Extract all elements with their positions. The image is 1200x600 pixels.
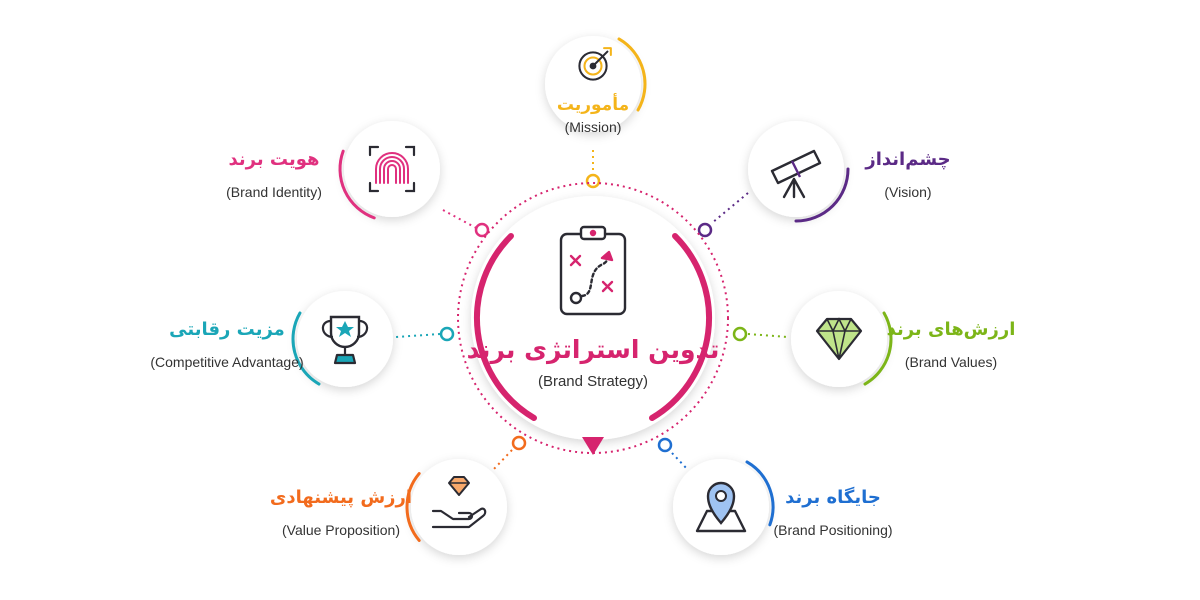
node-disc (344, 121, 440, 217)
node-title-en: (Value Proposition) (282, 522, 400, 538)
node-title-fa: ارزش پیشنهادی (270, 487, 412, 508)
target-icon (578, 47, 612, 81)
node-title-en: (Mission) (565, 119, 622, 135)
node-title-fa: هویت برند (229, 149, 320, 170)
node-positioning: جایگاه برند (Brand Positioning) (673, 459, 893, 555)
connector-dots (439, 173, 748, 453)
node-title-fa: ارزش‌های برند (887, 319, 1016, 340)
node-title-en: (Brand Positioning) (773, 522, 892, 538)
dot-value-prop (511, 435, 527, 451)
node-arc (863, 311, 893, 386)
connector-values (747, 333, 789, 338)
hub-title-fa: تدوین استراتژی برند (467, 335, 720, 365)
node-title-en: (Competitive Advantage) (150, 354, 303, 370)
hub-arc-left (473, 233, 537, 421)
node-disc (297, 291, 393, 387)
dot-positioning (657, 437, 673, 453)
node-arc (617, 37, 647, 112)
diamond-icon (815, 317, 863, 361)
node-title-fa: مأموریت (557, 93, 629, 115)
node-identity: هویت برند (Brand Identity) (226, 121, 440, 220)
hand-diamond-icon (431, 476, 487, 529)
node-title-en: (Vision) (884, 184, 931, 200)
strategy-clipboard-icon (559, 225, 627, 316)
dot-competitive (439, 326, 455, 342)
node-title-fa: جایگاه برند (785, 486, 881, 508)
connector-competitive (395, 333, 441, 338)
connector-vision (711, 192, 749, 224)
node-arc (338, 149, 376, 220)
dot-values (732, 326, 748, 342)
node-value_prop: ارزش پیشنهادی (Value Proposition) (270, 459, 507, 555)
node-title-fa: چشم‌انداز (864, 149, 950, 170)
connector-value-prop (492, 449, 513, 471)
hub-disc (471, 196, 715, 440)
dot-identity (474, 222, 490, 238)
nodes: مأموریت (Mission) چشم‌انداز (Vision) ارزش‌ها… (150, 36, 1015, 555)
node-arc (291, 311, 321, 386)
hub-arc-right (649, 233, 713, 421)
trophy-icon (321, 315, 369, 365)
node-mission: مأموریت (Mission) (545, 36, 647, 135)
node-title-en: (Brand Values) (905, 354, 997, 370)
telescope-icon (770, 149, 822, 199)
node-values: ارزش‌های برند (Brand Values) (791, 291, 1015, 387)
node-arc (794, 167, 850, 223)
hub-pointer-icon (582, 437, 604, 455)
node-vision: چشم‌انداز (Vision) (748, 121, 951, 223)
center-hub: تدوین استراتژی برند (Brand Strategy) (457, 182, 729, 455)
node-arc (405, 472, 421, 542)
connector-identity (442, 209, 479, 230)
hub-title-en: (Brand Strategy) (538, 373, 648, 390)
node-title-en: (Brand Identity) (226, 184, 322, 200)
dot-vision (697, 222, 713, 238)
node-disc (411, 459, 507, 555)
fingerprint-icon (368, 145, 416, 193)
node-disc (545, 36, 641, 132)
node-title-fa: مزیت رقابتی (169, 319, 285, 340)
node-arc (745, 460, 775, 527)
connector-positioning (671, 452, 689, 471)
location-pin-icon (695, 481, 747, 533)
node-competitive: مزیت رقابتی (Competitive Advantage) (150, 291, 393, 387)
dot-mission (585, 173, 601, 189)
